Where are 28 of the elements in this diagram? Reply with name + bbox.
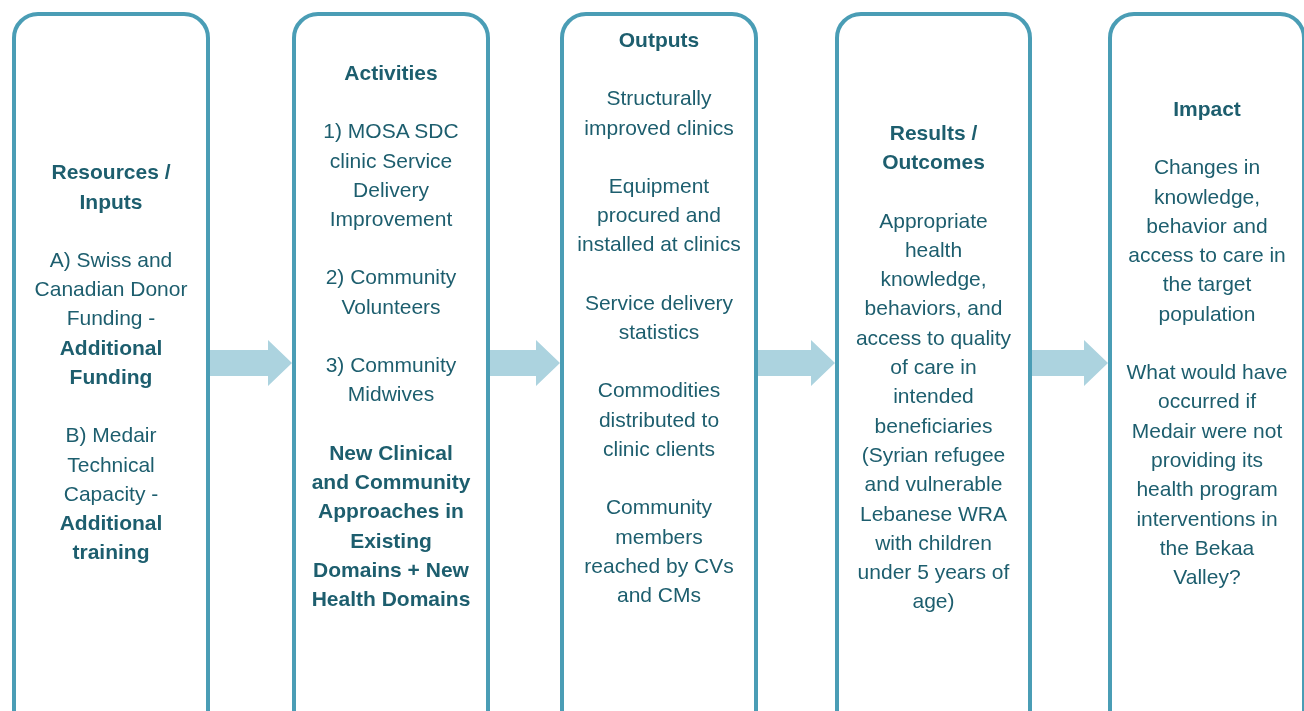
stage-text: A) Swiss and Canadian Donor Funding - Additional Funding <box>33 246 189 390</box>
block-arrow <box>1032 340 1108 386</box>
stage-heading: Activities <box>344 60 438 86</box>
stage-text: Appropriate health knowledge, behaviors, and access to quality of care in intended beneficiaries (Syrian refugee and vulnerable Lebanese WRA with children under 5 years of age) <box>854 207 1013 615</box>
stage-box <box>835 12 1032 711</box>
stage-heading: Outputs <box>618 27 700 53</box>
stage-text: 1) MOSA SDC clinic Service Delivery Improvement <box>322 118 460 233</box>
stage-text: New Clinical and Community Approaches in Existing Domains + New Health Domains <box>310 439 472 613</box>
stage-box <box>12 12 210 711</box>
stage-text: B) Medair Technical Capacity - Additional training <box>58 422 164 566</box>
stage-heading: Resources / Inputs <box>50 159 172 215</box>
block-arrow <box>758 340 835 386</box>
block-arrow <box>490 340 560 386</box>
stage-text: Changes in knowledge, behavior and access to care in the target population <box>1127 154 1287 327</box>
stage-box <box>1108 12 1304 711</box>
stage-text: What would have occurred if Medair were not providing its health program interventions in the Bekaa Valley? <box>1125 359 1289 591</box>
stage-heading: Impact <box>1173 96 1241 122</box>
stage-text: Structurally improved clinics <box>583 85 735 141</box>
stage-heading: Results / Outcomes <box>881 120 986 176</box>
stage-text: 3) Community Midwives <box>324 352 458 408</box>
stage-text: 2) Community Volunteers <box>324 264 458 320</box>
stage-text: Equipment procured and installed at clinics <box>576 172 742 258</box>
stage-text: Service delivery statistics <box>583 289 735 346</box>
block-arrow <box>210 340 292 386</box>
stage-box <box>560 12 758 711</box>
stage-text: Community members reached by CVs and CMs <box>583 494 735 609</box>
stage-box <box>292 12 490 711</box>
stage-text: Commodities distributed to clinic clients <box>596 377 722 462</box>
